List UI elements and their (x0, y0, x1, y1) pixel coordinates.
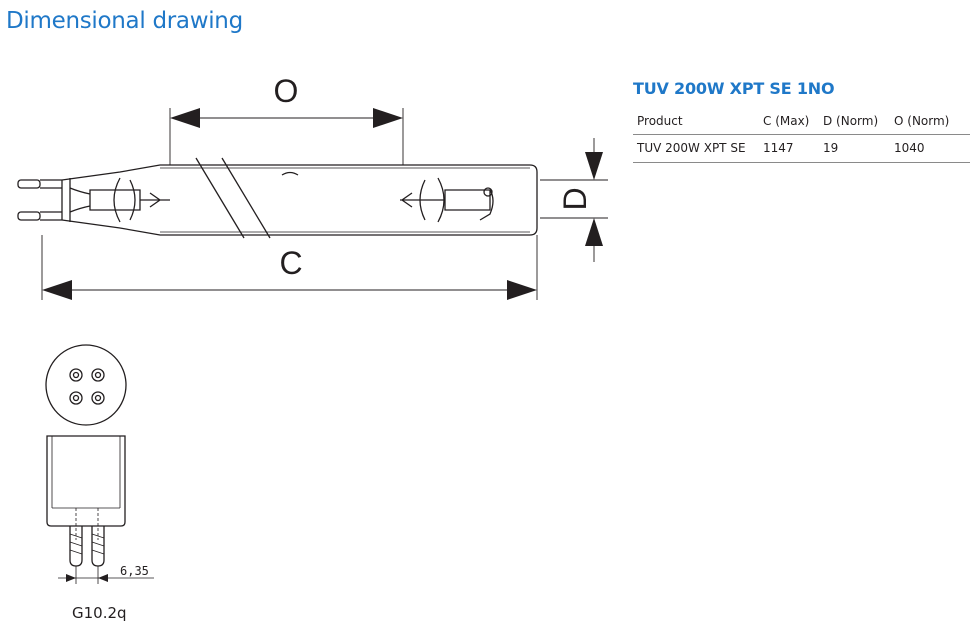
pin-spacing-label: 6,35 (120, 564, 149, 578)
break-line-left (195, 157, 245, 239)
column-header-c-max: C (Max) (759, 108, 819, 135)
cell-d-norm: 19 (819, 134, 890, 163)
table-row: TUV 200W XPT SE 1147 19 1040 (633, 134, 970, 163)
left-end-cap (40, 178, 71, 222)
arrow-d-top (585, 152, 603, 180)
break-line-right (221, 157, 271, 239)
base-pin-right (91, 526, 105, 567)
arrow-o-right (373, 108, 403, 128)
dimension-label-c: C (279, 245, 302, 281)
base-type-label: G10.2q (72, 604, 127, 622)
spec-header-row: Product C (Max) D (Norm) O (Norm) (633, 108, 970, 135)
column-header-d-norm: D (Norm) (819, 108, 890, 135)
arrow-c-right (507, 280, 537, 300)
cell-product: TUV 200W XPT SE (633, 134, 759, 163)
dimension-label-o: O (274, 73, 299, 109)
arrow-o-left (170, 108, 200, 128)
arrow-d-bottom (585, 218, 603, 246)
arrow-c-left (42, 280, 72, 300)
dimension-label-d: D (557, 187, 593, 210)
product-title: TUV 200W XPT SE 1NO (633, 79, 835, 98)
cell-c-max: 1147 (759, 134, 819, 163)
column-header-o-norm: O (Norm) (890, 108, 970, 135)
page-title: Dimensional drawing (6, 8, 243, 34)
right-electrode (444, 189, 491, 211)
lamp-tube-outline (61, 164, 538, 236)
column-header-product: Product (633, 108, 759, 135)
spec-table: Product C (Max) D (Norm) O (Norm) TUV 20… (633, 108, 970, 163)
base-end-view (45, 344, 127, 426)
base-side-view (46, 435, 126, 527)
left-electrode (89, 189, 141, 211)
cell-o-norm: 1040 (890, 134, 970, 163)
base-pin-left (69, 526, 83, 567)
